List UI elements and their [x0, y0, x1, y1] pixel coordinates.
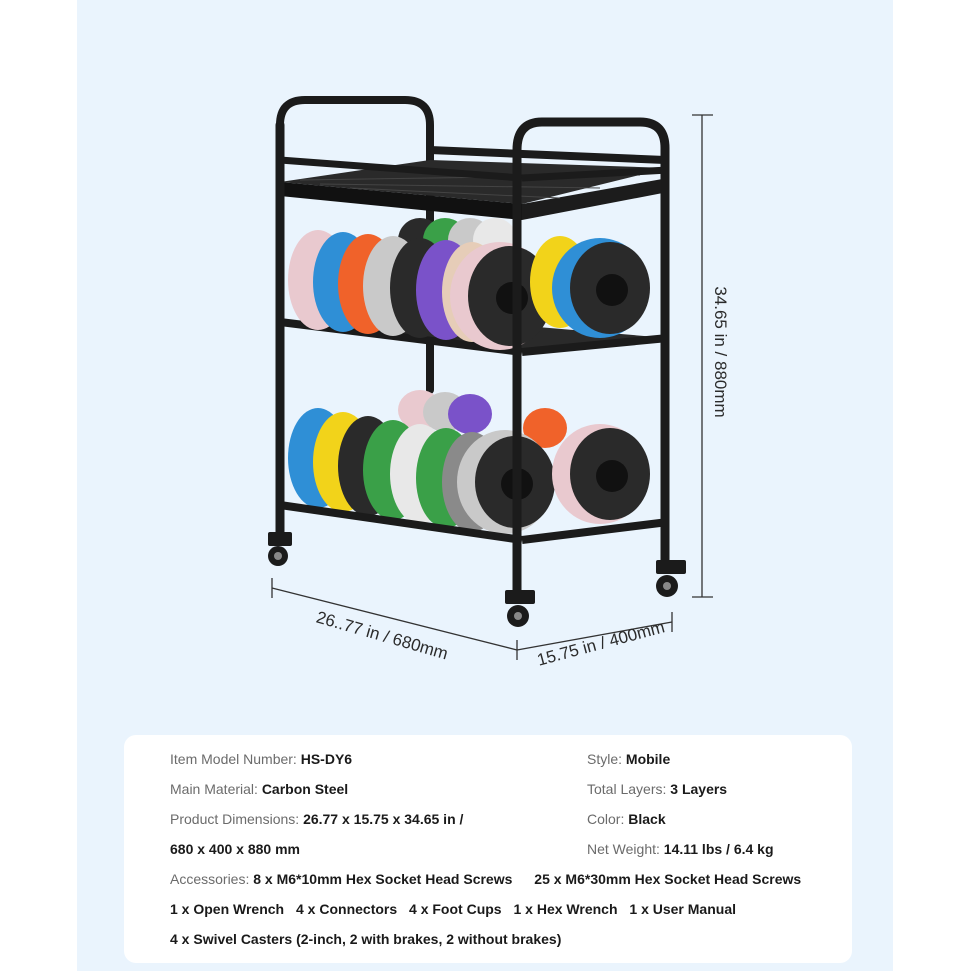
accessory-item: 4 x Foot Cups — [409, 901, 502, 917]
accessory-item: 1 x Hex Wrench — [513, 901, 618, 917]
top-shelf — [279, 156, 669, 220]
height-dimension-label: 34.65 in / 880mm — [711, 286, 730, 418]
spec-model-value: HS-DY6 — [300, 751, 353, 767]
spec-dimensions-metric: 680 x 400 x 880 mm — [170, 840, 300, 858]
accessory-item: 1 x Open Wrench — [170, 901, 285, 917]
spec-style-label: Style: — [587, 751, 623, 767]
spec-style: Style: Mobile — [587, 750, 670, 768]
spec-layers-value: 3 Layers — [670, 781, 728, 797]
spec-layers: Total Layers: 3 Layers — [587, 780, 727, 798]
spec-material-label: Main Material: — [170, 781, 258, 797]
spec-accessories-line-2: 1 x Open Wrench 4 x Connectors 4 x Foot … — [170, 900, 744, 918]
spec-weight-label: Net Weight: — [587, 841, 660, 857]
accessory-item: 4 x Connectors — [296, 901, 398, 917]
spec-accessories: Accessories: 8 x M6*10mm Hex Socket Head… — [170, 870, 809, 888]
spec-dimensions-value-2: 680 x 400 x 880 mm — [170, 841, 300, 857]
spec-weight-value: 14.11 lbs / 6.4 kg — [663, 841, 774, 857]
accessory-item: 1 x User Manual — [629, 901, 736, 917]
lower-spools-back — [398, 390, 567, 448]
spec-dimensions-label: Product Dimensions: — [170, 811, 300, 827]
product-image — [268, 96, 713, 660]
bottom-shelf — [279, 501, 669, 544]
spec-layers-label: Total Layers: — [587, 781, 667, 797]
dimension-lines — [271, 114, 713, 660]
spec-material: Main Material: Carbon Steel — [170, 780, 348, 798]
spec-card: Item Model Number: HS-DY6 Main Material:… — [124, 735, 852, 963]
accessory-item: 4 x Swivel Casters (2-inch, 2 with brake… — [170, 931, 562, 947]
spec-style-value: Mobile — [625, 751, 671, 767]
spec-color: Color: Black — [587, 810, 666, 828]
spec-color-label: Color: — [587, 811, 625, 827]
spec-color-value: Black — [628, 811, 666, 827]
spec-accessories-line-3: 4 x Swivel Casters (2-inch, 2 with brake… — [170, 930, 569, 948]
spec-dimensions: Product Dimensions: 26.77 x 15.75 x 34.6… — [170, 810, 463, 828]
accessory-item: 8 x M6*10mm Hex Socket Head Screws — [253, 871, 513, 887]
cart-frame-front — [275, 117, 670, 595]
cart-frame-back — [276, 96, 669, 544]
spec-dimensions-value-1: 26.77 x 15.75 x 34.65 in / — [303, 811, 464, 827]
spec-model: Item Model Number: HS-DY6 — [170, 750, 352, 768]
spec-accessories-label: Accessories: — [170, 871, 250, 887]
upper-spools-front — [288, 230, 650, 350]
spec-model-label: Item Model Number: — [170, 751, 297, 767]
accessory-item: 25 x M6*30mm Hex Socket Head Screws — [534, 871, 802, 887]
spec-weight: Net Weight: 14.11 lbs / 6.4 kg — [587, 840, 774, 858]
lower-spools-front — [288, 408, 650, 534]
spec-material-value: Carbon Steel — [261, 781, 349, 797]
casters — [268, 532, 686, 627]
